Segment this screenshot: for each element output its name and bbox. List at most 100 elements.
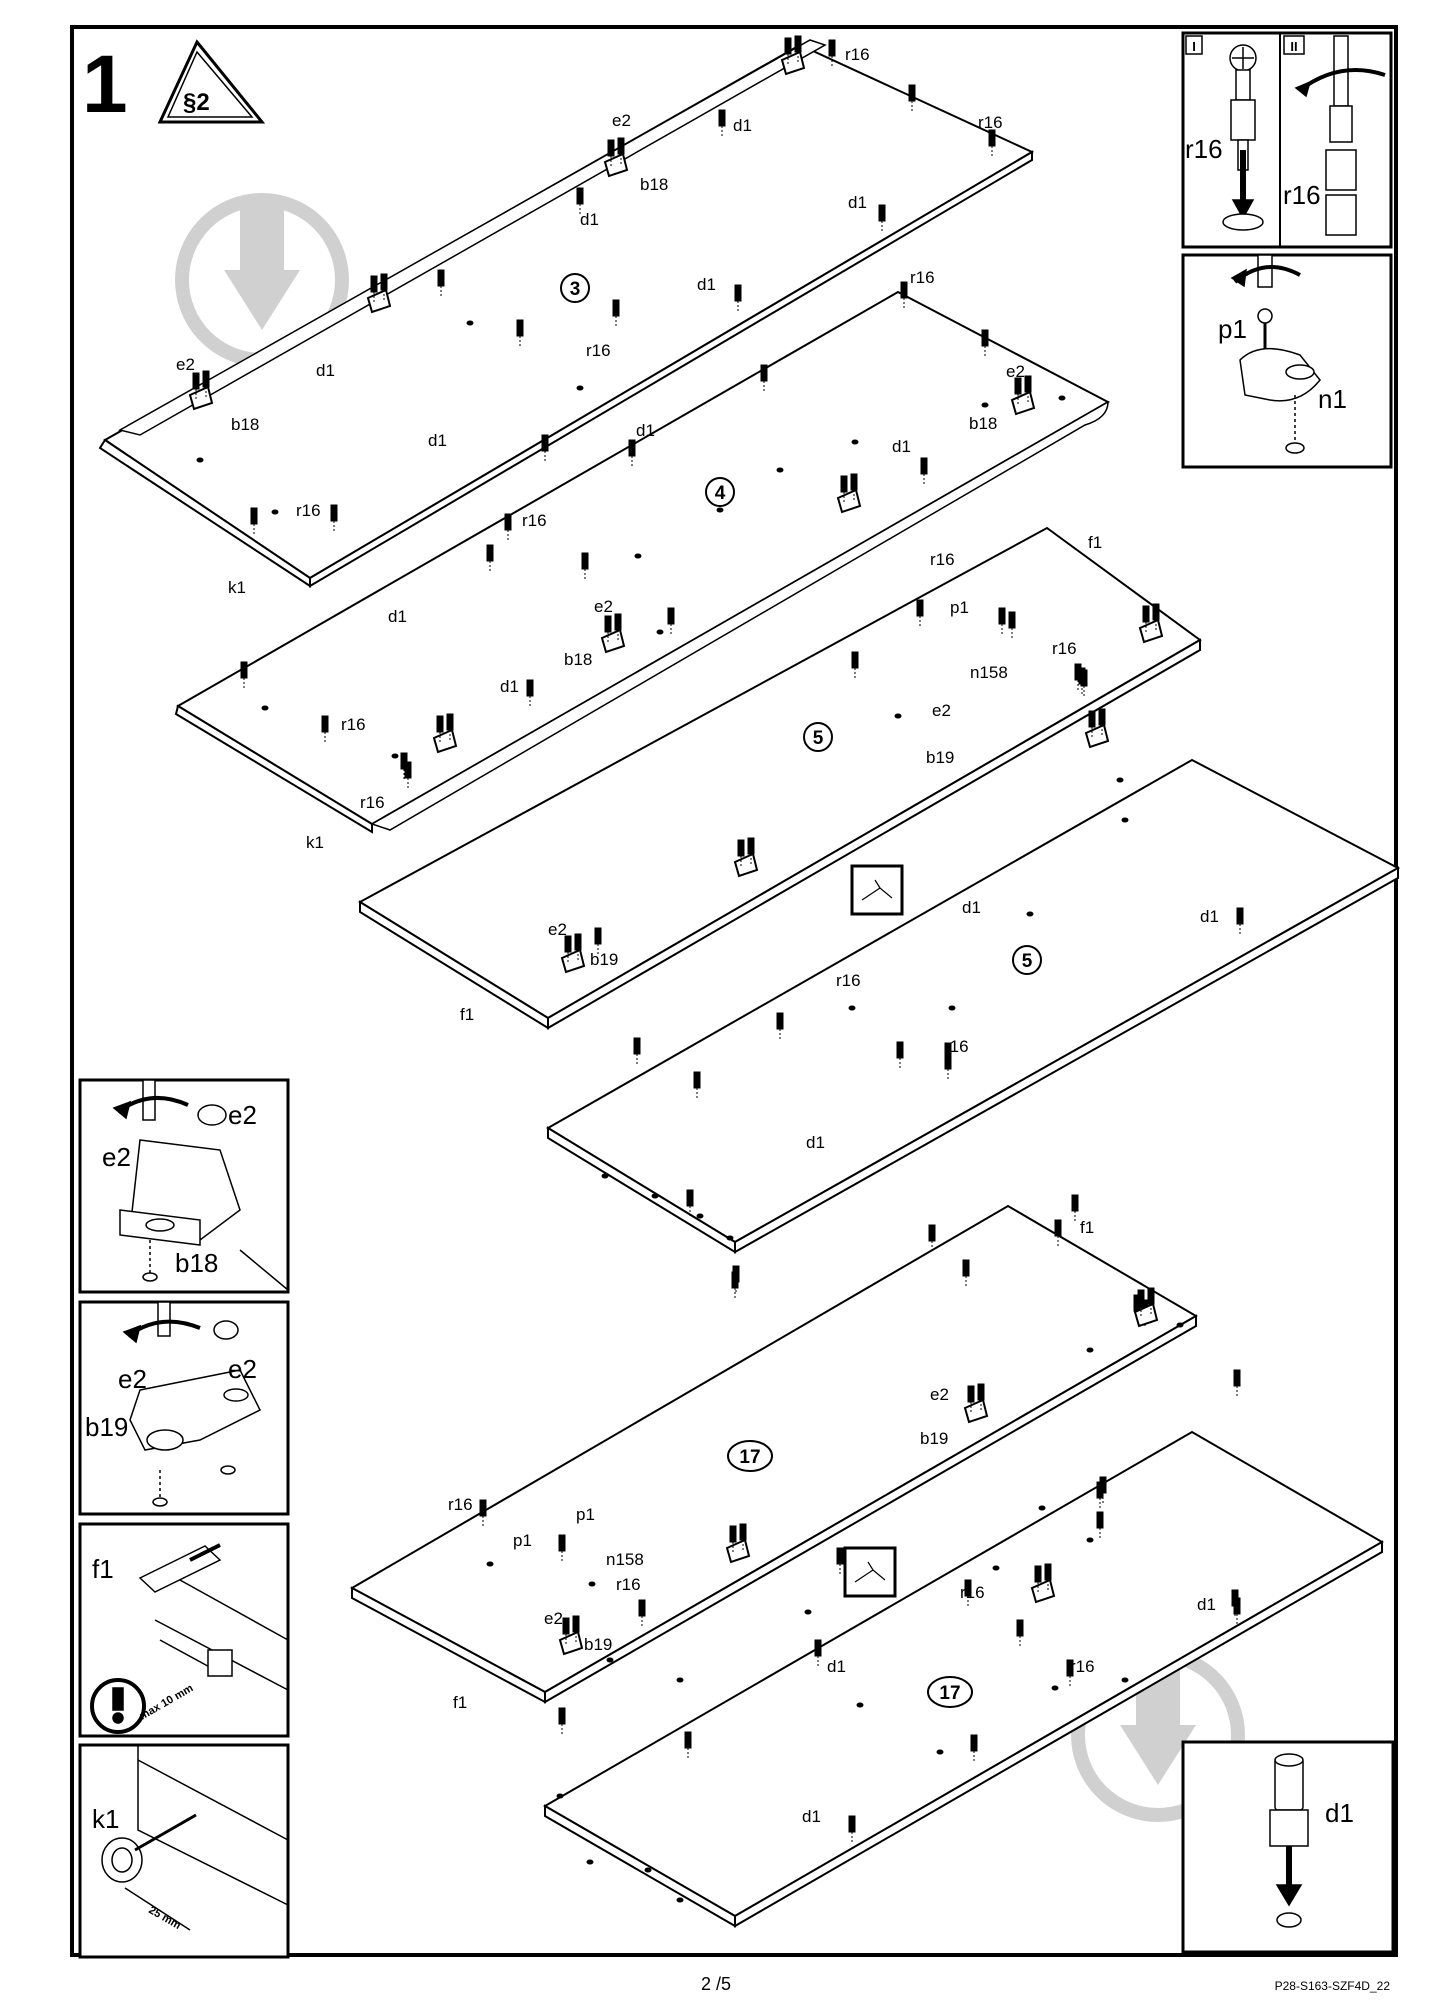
screw-icon [729, 1525, 737, 1554]
part-5a: 5 [813, 728, 824, 749]
b19-label-c: b19 [920, 1429, 948, 1448]
hole-mark [1121, 1677, 1129, 1683]
cam-screw-icon [1222, 44, 1264, 231]
p1-label-a: p1 [950, 598, 969, 617]
roman-two-label: II [1290, 39, 1297, 54]
d1-label-a: d1 [733, 116, 752, 135]
hole-mark [848, 1005, 856, 1011]
hole-mark [676, 1897, 684, 1903]
e2-label-h: e2 [544, 1609, 563, 1628]
hole-mark [486, 1561, 494, 1567]
n158-label-a: n158 [970, 663, 1008, 682]
screw-icon [760, 364, 768, 393]
detail-box-b18: e2 e2 b18 [78, 1078, 290, 1294]
hole-mark [851, 439, 859, 445]
hole-mark [466, 320, 474, 326]
screw-icon [784, 37, 792, 66]
b18-label-a: b18 [640, 175, 668, 194]
e2-label-g: e2 [930, 1385, 949, 1404]
e2-label-e: e2 [932, 701, 951, 720]
screw-icon [400, 752, 408, 781]
screw-icon [321, 715, 329, 744]
d1-label-l: d1 [1200, 907, 1219, 926]
screw-icon [250, 507, 258, 536]
diagram-frame [70, 25, 1398, 1957]
part-3: 3 [570, 279, 581, 300]
panel-17b [543, 1430, 1384, 1928]
screw-icon [1008, 611, 1016, 640]
f1-label-c: f1 [1080, 1218, 1094, 1237]
screw-icon [684, 1731, 692, 1760]
screw-icon [436, 715, 444, 744]
screw-icon [504, 513, 512, 542]
r16-label-2: r16 [1283, 180, 1321, 210]
screw-icon [828, 39, 836, 68]
screw-icon [437, 269, 445, 298]
b18-label: b18 [175, 1248, 218, 1278]
screw-icon [1096, 1511, 1104, 1540]
r16-label-n: r16 [616, 1575, 641, 1594]
screw-icon [1014, 377, 1022, 406]
d1-detail-label: d1 [1325, 1798, 1354, 1828]
screw-icon [516, 319, 524, 348]
hole-mark [1116, 777, 1124, 783]
screw-icon [747, 837, 755, 866]
roman-one-label: I [1192, 39, 1196, 54]
d1-label-f: d1 [636, 421, 655, 440]
screw-icon [1233, 1369, 1241, 1398]
screw-icon [564, 935, 572, 964]
hole-mark [261, 705, 269, 711]
hole-mark [576, 385, 584, 391]
hole-mark [1176, 1322, 1184, 1328]
e2-label-b19-right: e2 [228, 1354, 257, 1384]
e2-label-b18-right: e2 [228, 1100, 257, 1130]
screw-icon [1152, 603, 1160, 632]
d1-label-j: d1 [500, 677, 519, 696]
hole-mark [651, 1193, 659, 1199]
page-number: 2 /5 [701, 1974, 731, 1994]
d1-label-i: d1 [388, 607, 407, 626]
r16-label-e: r16 [296, 501, 321, 520]
direction-box-icon [843, 864, 904, 1598]
hole-mark [391, 753, 399, 759]
screw-icon [1137, 1289, 1145, 1318]
screw-icon [967, 1385, 975, 1414]
panel-4 [174, 290, 1111, 834]
r16-label: r16 [1185, 134, 1223, 164]
e2-label-b19-left: e2 [118, 1364, 147, 1394]
screw-icon [962, 1259, 970, 1288]
part-17a: 17 [739, 1447, 760, 1468]
hole-mark [1086, 1537, 1094, 1543]
screw-icon [1024, 375, 1032, 404]
d1-label-o: d1 [827, 1657, 846, 1676]
hole-mark [634, 553, 642, 559]
f1-label: f1 [92, 1554, 114, 1584]
b19-label-d: b19 [584, 1635, 612, 1654]
r16-label-d: r16 [586, 341, 611, 360]
screw-icon [380, 273, 388, 302]
screw-icon [576, 187, 584, 216]
screw-icon [638, 1599, 646, 1628]
screw-icon [739, 1523, 747, 1552]
screw-icon [574, 933, 582, 962]
f1-label-d: f1 [453, 1693, 467, 1712]
d1-label-p: d1 [802, 1807, 821, 1826]
part-numbers: 3 4 5 5 17 17 [560, 273, 1042, 1708]
e2-label-b18-left: e2 [102, 1142, 131, 1172]
document-code: P28-S163-SZF4D_22 [1275, 1979, 1391, 1993]
d1-label-d: d1 [697, 275, 716, 294]
screw-icon [1034, 1565, 1042, 1594]
panels [98, 39, 1401, 1928]
hole-mark [644, 1867, 652, 1873]
screw-icon [977, 1383, 985, 1412]
warning-label: §2 [183, 89, 210, 116]
r16-label-c: r16 [910, 268, 935, 287]
d1-label-g: d1 [428, 431, 447, 450]
screw-icon [981, 329, 989, 358]
screw-icon [240, 661, 248, 690]
labels: r16 r16 e2 d1 b18 d1 d1 d1 r16 r16 e2 d1 b18 d1 d1 e2 b1… [176, 45, 1219, 1826]
hole-mark [586, 1859, 594, 1865]
screw-icon [731, 1271, 739, 1300]
e2-label-c: e2 [1006, 362, 1025, 381]
screw-icon [848, 1815, 856, 1844]
